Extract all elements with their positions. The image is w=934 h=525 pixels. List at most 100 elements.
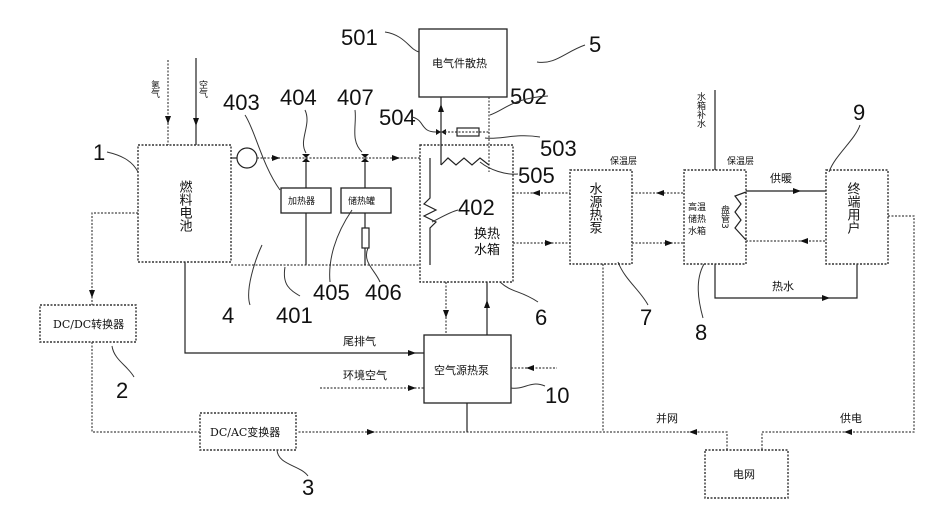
ref-404: 404 <box>280 85 317 110</box>
component-503-icon <box>456 127 480 137</box>
heating-supply-arrow <box>793 188 801 194</box>
leader-3 <box>276 449 309 477</box>
air-heat-pump-box <box>423 334 512 404</box>
power-supply-arrow <box>844 429 852 435</box>
tail-gas-arrow <box>408 350 416 356</box>
fuel-cell-box <box>137 144 232 263</box>
dcdc-to-dcac-line <box>91 342 200 433</box>
leader-2 <box>111 345 135 378</box>
storage-water-tank-box <box>683 169 747 265</box>
ref-5: 5 <box>589 32 601 57</box>
leader-5 <box>536 44 586 63</box>
dcdc-label: DC/DC转换器 <box>53 317 124 331</box>
leader-401 <box>283 266 301 297</box>
ref-407: 407 <box>337 85 374 110</box>
ref-1: 1 <box>93 140 105 165</box>
ref-7: 7 <box>640 305 652 330</box>
fuel-cell-label: 燃料电池 <box>177 179 193 232</box>
exchange-tank-label-2: 水箱 <box>474 242 500 258</box>
component-406-icon <box>361 227 370 249</box>
hot-water-label: 热水 <box>772 280 794 293</box>
water-heat-pump-box <box>569 169 633 265</box>
tail-gas-label: 尾排气 <box>343 334 376 348</box>
heater-label: 加热器 <box>288 195 315 207</box>
leader-502 <box>489 95 549 116</box>
leader-7 <box>617 261 649 306</box>
hot-water-line <box>714 264 858 299</box>
grid-box <box>704 449 789 499</box>
arrow-10-b <box>484 300 490 308</box>
valve-504-icon <box>436 129 446 135</box>
storage-tank-label: 储热罐 <box>348 195 375 207</box>
leader-406 <box>366 247 381 283</box>
arrow-8-top <box>656 190 664 196</box>
electrical-heat-label: 电气件散热 <box>432 56 487 70</box>
ref-402: 402 <box>458 195 495 220</box>
heating-return-arrow <box>800 238 808 244</box>
ambient-air-arrow <box>408 385 416 391</box>
water-heat-pump-label: 水源热泵 <box>587 182 603 234</box>
ref-10: 10 <box>545 383 569 408</box>
leader-6 <box>499 281 539 303</box>
electrical-heat-box <box>418 28 508 98</box>
insulation-label-1: 保温层 <box>610 155 637 167</box>
ref-2: 2 <box>116 378 128 403</box>
arrow-7-bottom <box>545 240 553 246</box>
end-user-box <box>825 169 889 265</box>
leader-404 <box>302 109 308 154</box>
grid-connect-line <box>297 431 728 450</box>
leader-9 <box>828 124 861 173</box>
electrical-arrow <box>438 104 444 112</box>
ref-4: 4 <box>222 303 234 328</box>
leader-403 <box>244 114 281 191</box>
coil-505-icon <box>440 157 490 166</box>
air-label: 空气 <box>197 79 208 98</box>
makeup-water-label: 水箱补水 <box>695 91 706 128</box>
coil-3-icon <box>734 191 747 241</box>
dcac-arrow <box>367 429 375 435</box>
leader-501 <box>384 31 420 53</box>
ref-6: 6 <box>535 305 547 330</box>
ambient-air-label: 环境空气 <box>343 368 387 382</box>
dcdc-arrow <box>89 290 95 298</box>
tail-gas-line <box>184 262 424 354</box>
end-user-label: 终端用户 <box>845 181 861 235</box>
ref-3: 3 <box>302 475 314 500</box>
arrow-10-a <box>443 310 449 318</box>
dcac-label: DC/AC变换器 <box>210 425 280 439</box>
ref-503: 503 <box>540 136 577 161</box>
fc-to-dcdc-line <box>91 212 138 305</box>
ref-501: 501 <box>341 25 378 50</box>
leader-505 <box>479 161 519 175</box>
hydrogen-label: 氢气 <box>149 79 160 98</box>
loop-arrow-2 <box>392 155 400 161</box>
storage-water-tank-label-1: 高温 <box>688 201 706 213</box>
storage-tank-box <box>340 187 392 214</box>
ref-405: 405 <box>313 280 350 305</box>
heater-box <box>280 187 332 214</box>
leader-504 <box>411 116 437 133</box>
ref-401: 401 <box>276 303 313 328</box>
leader-407 <box>354 109 363 153</box>
ref-8: 8 <box>695 320 707 345</box>
leader-503 <box>484 135 541 139</box>
coil-402-icon <box>422 158 438 265</box>
exchange-tank-label-1: 换热 <box>474 227 500 242</box>
ref-406: 406 <box>365 280 402 305</box>
leader-402 <box>431 209 459 223</box>
valve-407-icon <box>361 154 369 162</box>
arrow-7-top <box>532 190 540 196</box>
arrow-8-bottom <box>665 240 673 246</box>
dcdc-box <box>39 304 137 343</box>
storage-water-tank-label-3: 水箱 <box>688 225 706 237</box>
air-pump-out-arrow <box>526 365 534 371</box>
loop-arrow-1 <box>272 155 280 161</box>
leader-4 <box>248 244 263 306</box>
ref-403: 403 <box>223 90 260 115</box>
heating-supply-label: 供暖 <box>770 171 792 185</box>
ref-505: 505 <box>518 163 555 188</box>
valve-404-icon <box>302 154 310 162</box>
storage-water-tank-label-2: 储热 <box>688 213 706 225</box>
